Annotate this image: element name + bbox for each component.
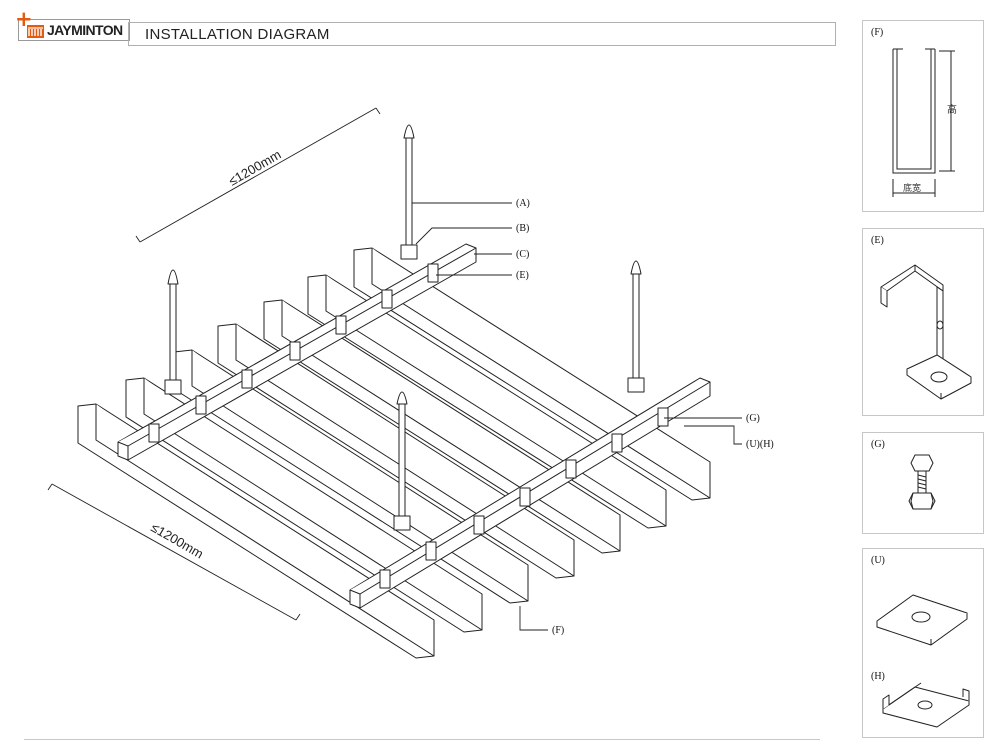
- panel-u-label: (U): [871, 555, 885, 566]
- dimension-bottom: ≤1200mm: [149, 520, 206, 562]
- callout-f: (F): [552, 625, 564, 636]
- panel-h-label: (H): [871, 671, 885, 682]
- bottom-divider: [24, 739, 820, 740]
- callout-leaders: [412, 202, 742, 631]
- hanger-rods: [164, 124, 645, 531]
- installation-diagram: ≤1200mm ≤1200mm (A) (B) (C) (E) (G) (U)(…: [47, 107, 774, 659]
- page-title: INSTALLATION DIAGRAM: [145, 26, 330, 43]
- panel-f-width-label: 底宽: [903, 182, 921, 193]
- panel-g-label: (G): [871, 439, 885, 450]
- bolt-g-drawing: [908, 454, 936, 510]
- dimension-top: ≤1200mm: [226, 147, 283, 189]
- callout-c: (C): [516, 249, 529, 260]
- brand-logo: + JAYMINTON: [15, 9, 130, 41]
- callout-e: (E): [516, 270, 529, 281]
- panel-g: (G): [862, 432, 984, 534]
- callout-a: (A): [516, 198, 530, 209]
- panel-uh: (U) (H): [862, 548, 984, 738]
- panel-e-label: (E): [871, 235, 884, 246]
- logo-plus-icon: +: [15, 7, 33, 31]
- profile-f-drawing: 高 底宽: [892, 48, 957, 197]
- callout-g: (G): [746, 413, 760, 424]
- plates-uh-drawing: [876, 594, 970, 728]
- dimension-lines: [47, 107, 381, 621]
- logo-mark-icon: [27, 25, 44, 38]
- header: + JAYMINTON INSTALLATION DIAGRAM: [15, 9, 836, 46]
- panel-e: (E): [862, 228, 984, 416]
- callout-b: (B): [516, 223, 529, 234]
- panel-f-height-label: 高: [947, 103, 957, 116]
- panel-f-label: (F): [871, 27, 884, 38]
- mounting-clips: [148, 263, 669, 589]
- brand-name: JAYMINTON: [47, 22, 123, 38]
- panel-f: (F) 高 底宽: [862, 20, 984, 212]
- callout-uh: (U)(H): [746, 439, 774, 450]
- bracket-e-drawing: [880, 264, 972, 400]
- title-bar: INSTALLATION DIAGRAM: [128, 22, 836, 46]
